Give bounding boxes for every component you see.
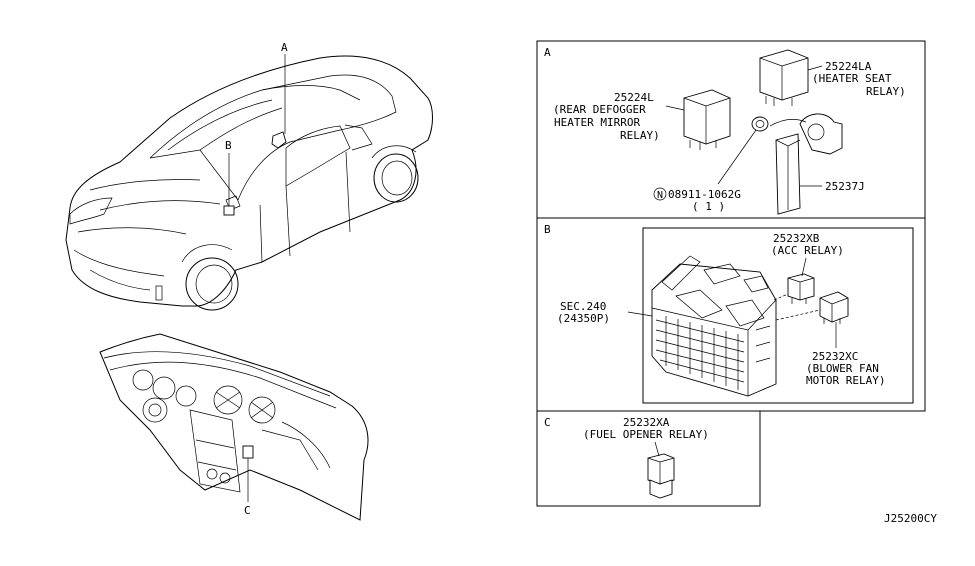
marker-c-label: C [244,504,251,517]
fuel-relay-number: 25232XA [623,416,670,429]
sec-line1: SEC.240 [560,300,606,313]
relay-bracket [769,113,843,215]
blower-relay-number: 25232XC [812,350,858,363]
relay-b-location [223,205,235,216]
rear-defogger-relay-desc2: HEATER MIRROR [554,116,640,129]
panel-c-frame [536,410,761,507]
fuel-relay-desc: (FUEL OPENER RELAY) [583,428,709,441]
rear-defogger-relay-desc1: (REAR DEFOGGER [553,103,646,116]
rear-defogger-relay [683,89,731,150]
relay-a-location [271,131,287,149]
panel-b-inner-frame [642,227,914,404]
heater-seat-relay [759,49,809,106]
bracket-number: 25237J [825,180,865,193]
nut-qty: ( 1 ) [692,200,725,213]
heater-seat-relay-number: 25224LA [825,60,872,73]
nut-part [751,116,769,132]
blower-relay-desc2: MOTOR RELAY) [806,374,885,387]
panel-b-letter: B [544,223,551,236]
panel-a-letter: A [544,46,551,59]
acc-relay [787,273,815,304]
marker-a-label: A [281,41,288,54]
blower-fan-relay [819,291,849,324]
acc-relay-desc: (ACC RELAY) [771,244,844,257]
dashboard-illustration [99,333,369,521]
rear-defogger-relay-number: 25224L [614,91,654,104]
sec-line2: (24350P) [557,312,610,325]
heater-seat-relay-desc2: RELAY) [866,85,906,98]
diagram-code: J25200CY [884,512,937,525]
panel-c-letter: C [544,416,551,429]
marker-b-label: B [225,139,232,152]
rear-defogger-relay-desc3: RELAY) [620,129,660,142]
fuse-block [651,255,777,397]
nut-symbol: N [657,190,663,201]
nut-symbol-circle [653,187,667,201]
acc-relay-number: 25232XB [773,232,820,245]
nut-number: 08911-1062G [668,188,741,201]
relay-c-location [242,445,254,459]
car-illustration [65,54,433,311]
blower-relay-desc1: (BLOWER FAN [806,362,879,375]
fuel-opener-relay [647,453,675,499]
heater-seat-relay-desc1: (HEATER SEAT [812,72,892,85]
